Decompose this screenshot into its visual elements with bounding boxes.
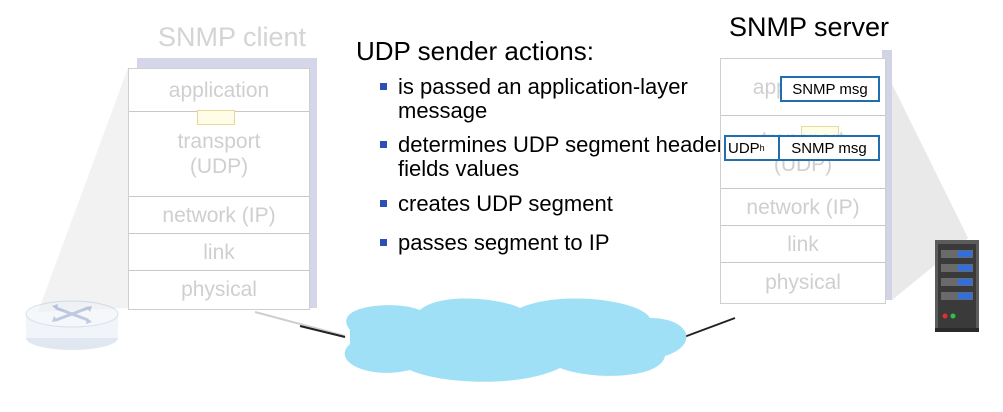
bullet-icon [380, 200, 387, 207]
server-layer-physical: physical [765, 271, 841, 294]
server-layer-network: network (IP) [721, 189, 885, 226]
server-stack-side-shadow [882, 50, 892, 300]
bullet-icon [380, 83, 387, 90]
application-message-box: SNMP msg [780, 76, 880, 102]
action-item: determines UDP segment header fields val… [378, 133, 728, 181]
client-title: SNMP client [158, 22, 307, 52]
actions-heading: UDP sender actions: [356, 36, 594, 66]
udp-segment-payload: SNMP msg [778, 135, 880, 161]
client-layer-physical: physical [181, 278, 257, 301]
client-projection [38, 68, 128, 312]
action-item: passes segment to IP [378, 231, 728, 255]
client-link-dark [299, 325, 346, 338]
server-title: SNMP server [729, 12, 890, 42]
client-layer-application: application [129, 69, 309, 112]
client-app-socket [197, 110, 235, 125]
router-icon [25, 300, 119, 350]
bullet-icon [380, 141, 387, 148]
client-stack-side-shadow [307, 58, 317, 308]
action-item: creates UDP segment [378, 192, 728, 216]
udp-header-subscript: h [759, 143, 765, 153]
network-cloud [344, 298, 687, 382]
client-link [254, 311, 346, 337]
client-stack-top-shadow [137, 58, 317, 68]
action-item: is passed an application-layer message [378, 75, 728, 123]
server-layer-link: link [721, 226, 885, 263]
bullet-icon [380, 239, 387, 246]
client-layer-link: link [129, 234, 309, 271]
client-layer-network: network (IP) [129, 197, 309, 234]
server-icon [935, 240, 979, 332]
udp-header-label: UDP [728, 139, 760, 157]
client-protocol-stack: application transport (UDP) network (IP)… [128, 68, 310, 310]
client-layer-transport: transport (UDP) [129, 112, 309, 197]
